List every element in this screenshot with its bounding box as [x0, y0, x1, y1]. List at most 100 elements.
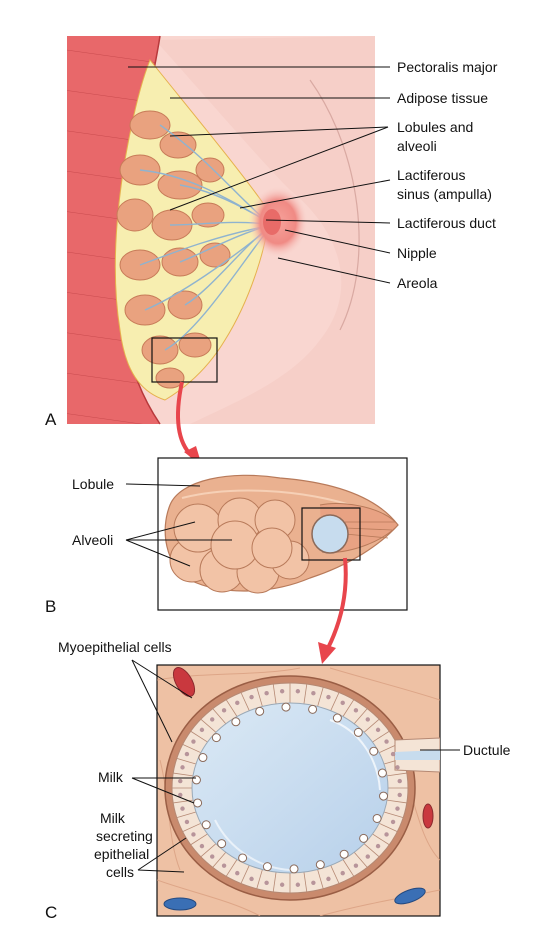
label-myoepithelial-cells: Myoepithelial cells	[58, 639, 172, 655]
panel-a-inset-box	[151, 337, 218, 383]
cell-boundary	[363, 843, 380, 858]
cell-boundary	[173, 772, 194, 777]
label-milk: Milk	[98, 769, 124, 785]
cell-nucleus	[184, 819, 190, 825]
milk-droplet	[372, 813, 382, 823]
panel-b-illustration	[157, 457, 408, 611]
label-lactiferous-sinus-line2: sinus (ampulla)	[397, 186, 492, 202]
cell-boundary	[173, 799, 194, 804]
cell-nucleus	[178, 778, 183, 784]
blood-vessel	[394, 887, 426, 905]
panel-c-labels: Myoepithelial cells Ductule Milk Milk se…	[45, 639, 511, 922]
blood-vessel	[163, 897, 197, 911]
milk-droplet	[359, 833, 369, 843]
cell-nuclei	[178, 689, 402, 887]
milk-droplet	[332, 713, 342, 723]
cell-nucleus	[340, 700, 345, 706]
label-milk-secreting-line4: cells	[106, 864, 134, 880]
milk-lumen	[191, 702, 389, 874]
cell-boundary	[372, 833, 390, 846]
cell-nucleus	[353, 708, 359, 713]
cell-boundary	[330, 865, 340, 884]
cell-nucleus	[221, 708, 227, 713]
cell-boundary	[303, 684, 308, 704]
cell-nucleus	[178, 792, 183, 798]
cell-boundary	[240, 865, 250, 884]
label-alveoli: Alveoli	[72, 532, 113, 548]
cell-boundary	[378, 744, 398, 754]
label-milk-secreting-line1: Milk	[100, 810, 126, 826]
label-lactiferous-duct: Lactiferous duct	[397, 215, 496, 231]
milk-droplet	[193, 798, 203, 808]
cell-nucleus	[326, 694, 331, 700]
cell-nucleus	[311, 691, 316, 696]
cell-boundary	[182, 822, 202, 832]
label-pectoralis-major: Pectoralis major	[397, 59, 498, 75]
milk-droplet	[191, 775, 201, 785]
milk-droplet	[211, 733, 221, 743]
cell-boundary	[182, 744, 202, 754]
milk-droplet	[281, 702, 291, 712]
cell-boundary	[225, 859, 238, 877]
cell-nucleus	[210, 717, 215, 722]
cell-nucleus	[249, 694, 254, 700]
cell-boundary	[200, 718, 217, 733]
cell-nucleus	[395, 765, 400, 770]
cell-boundary	[256, 687, 263, 707]
cell-boundary	[378, 822, 398, 832]
cell-nucleus	[397, 792, 402, 798]
milk-droplet	[379, 791, 389, 801]
cell-boundary	[176, 758, 197, 765]
milk-droplet	[369, 746, 379, 756]
cell-boundary	[353, 851, 368, 868]
cell-nucleus	[264, 880, 269, 885]
epithelial-cells	[172, 683, 408, 893]
label-lobules-and-alveoli-line1: Lobules and	[397, 119, 473, 135]
cell-boundary	[386, 799, 407, 804]
cell-boundary	[225, 699, 238, 717]
cell-nucleus	[249, 876, 254, 882]
label-lobule: Lobule	[72, 476, 114, 492]
cell-nucleus	[397, 778, 402, 784]
cell-boundary	[383, 811, 404, 818]
cell-boundary	[190, 730, 208, 743]
cell-nucleus	[384, 739, 389, 744]
cell-nucleus	[199, 843, 205, 849]
milk-droplet	[353, 727, 363, 737]
cell-nucleus	[353, 863, 359, 868]
panel-label-a: A	[45, 410, 57, 429]
cell-nucleus	[235, 700, 240, 706]
label-nipple: Nipple	[397, 245, 437, 261]
milk-droplet	[377, 768, 387, 778]
milk-droplet	[289, 864, 299, 874]
cell-boundary	[176, 811, 197, 818]
cell-boundary	[353, 708, 368, 725]
cell-nucleus	[390, 819, 396, 825]
cell-boundary	[303, 872, 308, 892]
cell-nucleus	[279, 689, 285, 694]
milk-droplet	[262, 862, 272, 872]
panel-b-inset-box	[301, 507, 361, 561]
milk-droplet	[308, 704, 318, 714]
cell-nucleus	[279, 882, 285, 887]
blood-vessel	[172, 667, 196, 697]
cell-nucleus	[180, 806, 185, 811]
cell-nucleus	[340, 870, 345, 876]
panel-a-illustration	[67, 35, 375, 425]
cell-nucleus	[191, 832, 196, 837]
arrow-b-to-c	[326, 557, 348, 649]
cell-nucleus	[326, 876, 331, 882]
nipple	[263, 209, 281, 235]
blood-vessel	[422, 803, 434, 829]
cell-boundary	[272, 872, 277, 892]
cell-nucleus	[395, 806, 400, 811]
cell-nucleus	[221, 863, 227, 868]
cell-nucleus	[295, 882, 301, 887]
cell-boundary	[372, 730, 390, 743]
cell-boundary	[317, 869, 324, 889]
cell-nucleus	[180, 765, 185, 770]
cell-boundary	[386, 772, 407, 777]
cell-nucleus	[210, 854, 215, 859]
cell-boundary	[272, 684, 277, 704]
milk-droplet	[339, 849, 349, 859]
